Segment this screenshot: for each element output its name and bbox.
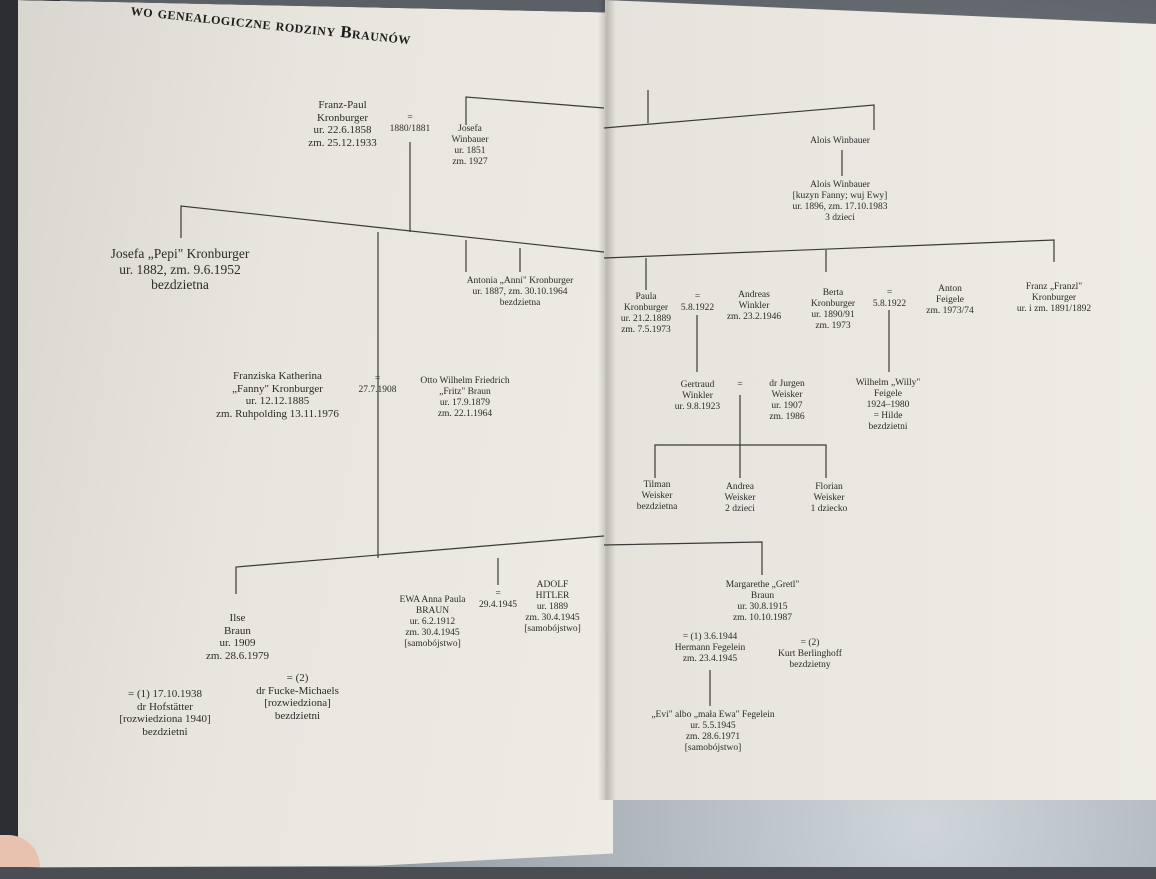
person-antonia-anni: Antonia „Anni" Kronburger ur. 1887, zm. … bbox=[466, 276, 574, 308]
marriage-fanny: = 27.7.1908 bbox=[358, 374, 397, 395]
line-winbauer bbox=[465, 96, 875, 130]
ilse-marriage-2: = (2) dr Fucke-Michaels [rozwiedziona] b… bbox=[256, 672, 339, 722]
person-tilman: Tilman Weisker bezdzietna bbox=[636, 480, 678, 512]
line-anni bbox=[465, 240, 521, 272]
person-jurgen-weisker: dr Jurgen Weisker ur. 1907 zm. 1986 bbox=[769, 379, 805, 422]
gretl-marriage-1: = (1) 3.6.1944 Hermann Fegelein zm. 23.4… bbox=[674, 632, 746, 664]
person-evi-fegelein: „Evi" albo „mała Ewa" Fegelein ur. 5.5.1… bbox=[651, 710, 775, 753]
person-josefa-winbauer: Josefa Winbauer ur. 1851 zm. 1927 bbox=[451, 124, 489, 167]
person-anton-feigele: Anton Feigele zm. 1973/74 bbox=[926, 284, 974, 316]
person-berta: Berta Kronburger ur. 1890/91 zm. 1973 bbox=[810, 288, 856, 331]
marriage-ewa-hitler: = 29.4.1945 bbox=[479, 589, 517, 610]
person-gertraud: Gertraud Winkler ur. 9.8.1923 bbox=[674, 380, 721, 412]
person-fritz-braun: Otto Wilhelm Friedrich „Fritz" Braun ur.… bbox=[420, 376, 510, 419]
book-gutter bbox=[598, 0, 616, 800]
person-franz-paul: Franz-Paul Kronburger ur. 22.6.1858 zm. … bbox=[308, 99, 377, 149]
line-braun-children bbox=[235, 535, 763, 594]
person-fanny: Franziska Katherina „Fanny" Kronburger u… bbox=[216, 370, 339, 420]
marriage-1880: = 1880/1881 bbox=[389, 113, 431, 134]
gretl-marriage-2: = (2) Kurt Berlinghoff bezdzietny bbox=[778, 638, 842, 670]
marriage-gertraud: = bbox=[737, 380, 743, 390]
person-ewa-braun: EWA Anna Paula BRAUN ur. 6.2.1912 zm. 30… bbox=[399, 595, 466, 649]
person-andrea: Andrea Weisker 2 dzieci bbox=[724, 482, 756, 514]
line-paula-berta bbox=[645, 250, 827, 290]
person-andreas-winkler: Andreas Winkler zm. 23.2.1946 bbox=[726, 290, 782, 322]
person-florian: Florian Weisker 1 dziecko bbox=[810, 482, 848, 514]
person-adolf-hitler: ADOLF HITLER ur. 1889 zm. 30.4.1945 [sam… bbox=[524, 580, 581, 634]
person-ilse: Ilse Braun ur. 1909 zm. 28.6.1979 bbox=[206, 612, 269, 662]
ilse-marriage-1: = (1) 17.10.1938 dr Hofstätter [rozwiedz… bbox=[119, 688, 211, 738]
person-franz-franzl: Franz „Franzl" Kronburger ur. i zm. 1891… bbox=[1016, 282, 1092, 314]
person-paula: Paula Kronburger ur. 21.2.1889 zm. 7.5.1… bbox=[620, 292, 672, 335]
marriage-paula: = 5.8.1922 bbox=[680, 292, 715, 313]
person-josefa-pepi: Josefa „Pepi" Kronburger ur. 1882, zm. 9… bbox=[110, 246, 250, 293]
person-willy-feigele: Wilhelm „Willy" Feigele 1924–1980 = Hild… bbox=[855, 378, 921, 432]
person-alois-winbauer-1: Alois Winbauer bbox=[810, 136, 870, 146]
person-alois-winbauer-2: Alois Winbauer [kuzyn Fanny; wuj Ewy] ur… bbox=[792, 180, 888, 223]
line-children-bar bbox=[180, 205, 1055, 262]
right-page bbox=[605, 0, 1156, 800]
person-gretl-braun: Margarethe „Gretl" Braun ur. 30.8.1915 z… bbox=[725, 580, 800, 623]
marriage-berta: = 5.8.1922 bbox=[872, 288, 907, 309]
